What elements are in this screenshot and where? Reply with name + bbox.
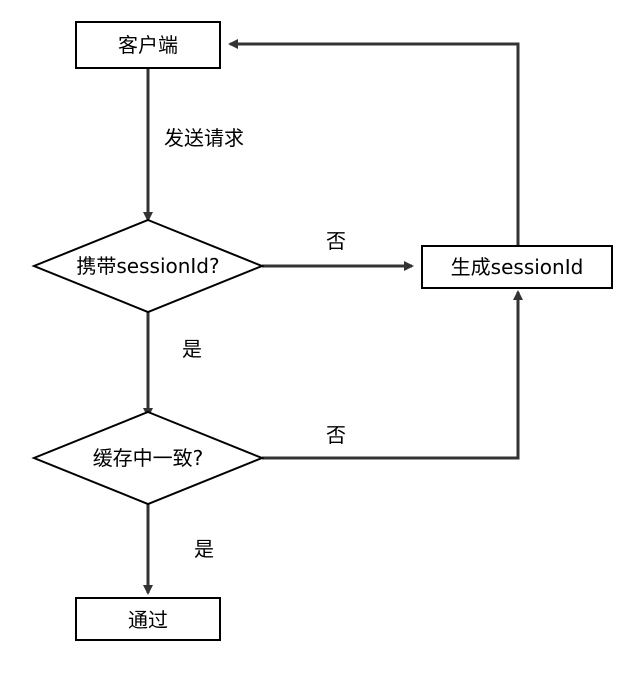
- node-generate-session: [421, 245, 613, 289]
- edges: [143, 39, 523, 595]
- node-cache-match-label: 缓存中一致?: [93, 446, 204, 470]
- node-has-session-decision: [31, 218, 265, 314]
- node-pass-label: 通过: [128, 608, 168, 632]
- node-has-session-label: 携带sessionId?: [76, 254, 219, 278]
- edge-send-request-label: 发送请求: [164, 126, 244, 150]
- edge-cache-no: [262, 290, 523, 460]
- node-client-label: 客户端: [118, 33, 178, 57]
- edge-labels: 发送请求 否 是 否 是: [164, 126, 346, 561]
- node-client: [75, 21, 221, 69]
- node-generate-session-label: 生成sessionId: [451, 255, 584, 279]
- edge-has-session-no-label: 否: [326, 229, 346, 253]
- node-cache-match-decision: [31, 410, 265, 506]
- edge-cache-no-label: 否: [326, 423, 346, 447]
- nodes: 客户端 携带sessionId? 缓存中一致? 生成sessionId 通过: [31, 21, 613, 641]
- edge-cache-yes-label: 是: [194, 537, 214, 561]
- node-pass: [75, 597, 221, 641]
- edge-has-session-yes-label: 是: [182, 337, 202, 361]
- edge-generate-to-client: [228, 39, 520, 246]
